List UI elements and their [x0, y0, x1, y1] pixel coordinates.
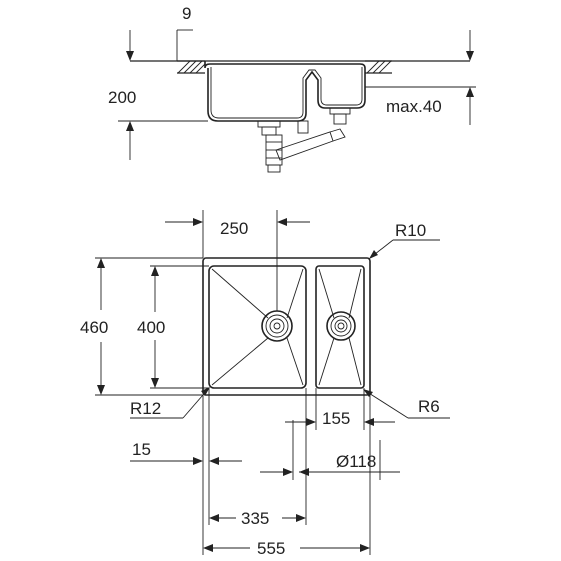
counter-hatch-left: [177, 60, 206, 74]
dim-outer-radius: R10: [369, 221, 440, 259]
dim-overall-depth: 460: [80, 257, 203, 396]
dim-overall-width: 555: [203, 395, 371, 558]
dim-label-overall-depth: 460: [80, 318, 108, 337]
dim-label-small-bowl-radius: R6: [418, 397, 440, 416]
sink-inner-outline: [210, 67, 363, 119]
dim-label-drain-diameter: Ø118: [336, 452, 376, 471]
dim-large-bowl-radius: R12: [130, 387, 210, 419]
dim-label-front-offset: 15: [132, 440, 151, 459]
dim-rim-thickness: 9: [176, 4, 193, 61]
dim-max-depth: max.40: [365, 30, 476, 125]
dim-label-bowl-spacing: 250: [220, 219, 248, 238]
large-bowl-creases: [211, 268, 304, 386]
dim-label-small-bowl-width: 155: [322, 409, 350, 428]
dim-label-bowl-depth: 400: [137, 318, 165, 337]
drain-large-bowl: [261, 310, 293, 342]
dim-depth: 200: [108, 30, 208, 160]
small-bowl: [315, 265, 365, 389]
side-view: 9 200 max.40: [108, 4, 476, 173]
dim-bowl-spacing: 250: [165, 210, 310, 311]
top-view: 250 R10 460 400: [80, 210, 450, 558]
dim-front-offset: 15: [130, 388, 242, 555]
dim-label-depth: 200: [108, 88, 136, 107]
drain-fittings: [257, 107, 351, 173]
large-bowl: [208, 265, 307, 389]
dim-label-rim-thickness: 9: [182, 4, 191, 23]
sink-body-outline: [204, 61, 366, 122]
small-bowl-creases: [318, 268, 362, 386]
dim-label-max-depth: max.40: [386, 97, 442, 116]
dim-small-bowl-radius: R6: [363, 389, 450, 419]
dim-drain-diameter: Ø118: [260, 420, 400, 480]
dim-label-large-bowl-width: 335: [241, 509, 269, 528]
dim-label-outer-radius: R10: [395, 221, 426, 240]
counter-hatch-right: [365, 60, 392, 74]
dim-large-bowl-width: 335: [209, 388, 307, 528]
drain-small-bowl: [326, 311, 356, 341]
dim-label-large-bowl-radius: R12: [130, 399, 161, 418]
dim-small-bowl-width: 155: [285, 388, 395, 430]
dim-label-overall-width: 555: [257, 539, 285, 558]
dim-bowl-depth: 400: [137, 265, 209, 389]
sink-outer-outline: [202, 257, 371, 396]
